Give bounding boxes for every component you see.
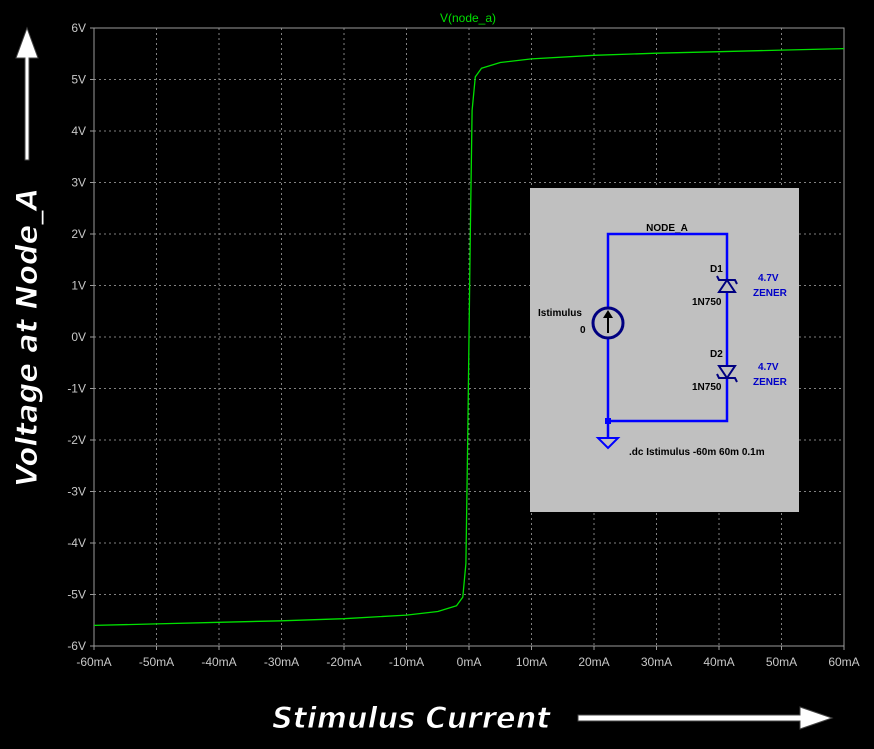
d1-note-type: ZENER — [753, 288, 788, 299]
y-tick-label: -2V — [67, 433, 86, 447]
y-tick-label: 0V — [71, 330, 86, 344]
d2-name: D2 — [710, 349, 723, 360]
y-axis-label: Voltage at Node_A — [10, 188, 44, 487]
node-label: NODE_A — [646, 223, 688, 234]
y-tick-label: 2V — [71, 227, 86, 241]
d2-model: 1N750 — [692, 382, 722, 393]
y-tick-label: 1V — [71, 279, 86, 293]
y-axis-arrow-icon — [15, 26, 39, 161]
x-tick-label: -30mA — [264, 655, 299, 669]
series-line-v-node-a — [93, 47, 845, 627]
d1-name: D1 — [710, 264, 723, 275]
y-tick-label: -6V — [67, 639, 86, 653]
y-ticks: 6V 5V 4V 3V 2V 1V 0V -1V -2V -3V -4V -5V -6V — [67, 21, 86, 653]
y-tick-label: -4V — [67, 536, 86, 550]
x-axis-label: Stimulus Current — [272, 701, 551, 735]
x-tick-label: -40mA — [201, 655, 236, 669]
x-axis-label-group: Stimulus Current — [272, 701, 834, 736]
zener-diode-d1-icon — [716, 275, 738, 293]
current-source-arrowhead — [603, 310, 613, 318]
x-ticks: -60mA -50mA -40mA -30mA -20mA -10mA 0mA 10mA 20m… — [76, 655, 859, 669]
source-value: 0 — [580, 325, 586, 336]
d2-note-voltage: 4.7V — [758, 362, 779, 373]
x-tick-label: 60mA — [828, 655, 859, 669]
dc-directive: .dc Istimulus -60m 60m 0.1m — [629, 447, 765, 458]
chart-title: V(node_a) — [440, 11, 496, 25]
schematic-inset: NODE_A Istimulus 0 D1 1N750 4.7V ZENER D… — [530, 188, 799, 512]
ground-icon — [595, 437, 621, 450]
x-tick-label: 0mA — [457, 655, 482, 669]
y-tick-label: 4V — [71, 124, 86, 138]
x-tick-label: -60mA — [76, 655, 111, 669]
x-tick-label: 30mA — [641, 655, 672, 669]
y-tick-label: -5V — [67, 588, 86, 602]
d1-model: 1N750 — [692, 297, 722, 308]
y-tick-label: 3V — [71, 176, 86, 190]
y-axis-label-group: Voltage at Node_A — [10, 26, 45, 488]
y-tick-label: 5V — [71, 73, 86, 87]
y-tick-label: -3V — [67, 485, 86, 499]
schematic-background — [530, 188, 799, 512]
x-tick-label: 20mA — [578, 655, 609, 669]
d1-note-voltage: 4.7V — [758, 273, 779, 284]
x-tick-label: 10mA — [516, 655, 547, 669]
zener-diode-d2-icon — [716, 365, 738, 383]
plot-frame — [93, 27, 845, 647]
x-axis-arrow-icon — [577, 706, 834, 730]
y-tick-label: -1V — [67, 382, 86, 396]
x-tick-label: -10mA — [389, 655, 424, 669]
x-tick-label: 40mA — [703, 655, 734, 669]
y-tick-label: 6V — [71, 21, 86, 35]
source-name: Istimulus — [538, 308, 582, 319]
x-tick-label: 50mA — [766, 655, 797, 669]
x-tick-label: -20mA — [326, 655, 361, 669]
series-group — [93, 47, 845, 627]
d2-note-type: ZENER — [753, 377, 788, 388]
ground-junction — [605, 418, 611, 424]
x-tick-label: -50mA — [139, 655, 174, 669]
